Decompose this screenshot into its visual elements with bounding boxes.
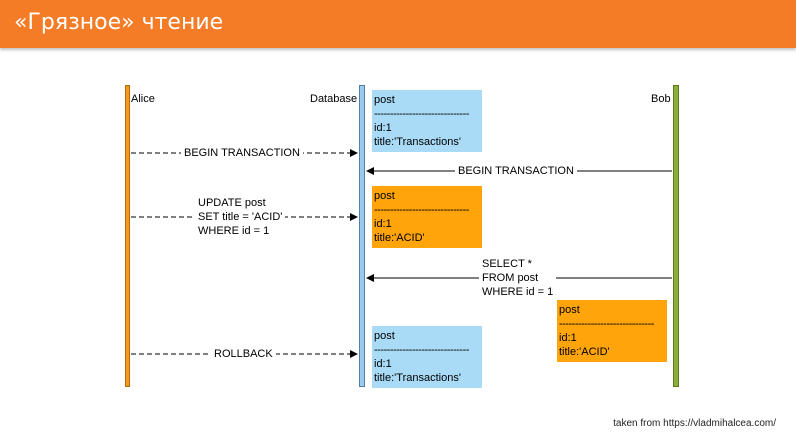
bob-lifeline	[673, 85, 679, 387]
note-title: post	[559, 304, 580, 316]
note-id: id:1	[559, 332, 577, 344]
update-label: UPDATE post SET title = 'ACID' WHERE id …	[195, 196, 286, 238]
select-line-3: WHERE id = 1	[482, 286, 554, 298]
note-separator: ------------------------------	[374, 344, 469, 356]
note-post-transactions-2: post ------------------------------ id:1…	[372, 326, 482, 388]
source-credit: taken from https://vladmihalcea.com/	[613, 418, 776, 429]
page-title: «Грязное» чтение	[14, 10, 224, 35]
note-title: post	[374, 330, 395, 342]
note-id: id:1	[374, 218, 392, 230]
actor-database: Database	[310, 93, 358, 105]
note-title: post	[374, 190, 395, 202]
title-bar: «Грязное» чтение	[0, 0, 796, 48]
note-separator: ------------------------------	[374, 108, 469, 120]
actor-alice: Alice	[131, 93, 155, 105]
update-line-2: SET title = 'ACID'	[198, 211, 283, 223]
select-line-1: SELECT *	[482, 258, 532, 270]
note-title-value: title:'Transactions'	[374, 136, 461, 148]
select-line-2: FROM post	[482, 272, 539, 284]
note-title: post	[374, 94, 395, 106]
note-id: id:1	[374, 358, 392, 370]
rollback-label: ROLLBACK	[211, 347, 276, 361]
note-id: id:1	[374, 122, 392, 134]
bob-begin-label: BEGIN TRANSACTION	[455, 164, 577, 178]
note-post-acid-1: post ------------------------------ id:1…	[372, 186, 482, 248]
note-separator: ------------------------------	[374, 204, 469, 216]
note-title-value: title:'ACID'	[374, 232, 425, 244]
select-label: SELECT * FROM post WHERE id = 1	[479, 257, 557, 299]
alice-lifeline	[125, 85, 130, 387]
database-lifeline	[359, 85, 365, 387]
note-post-acid-2: post ------------------------------ id:1…	[557, 300, 667, 362]
note-title-value: title:'ACID'	[559, 346, 610, 358]
alice-begin-label: BEGIN TRANSACTION	[181, 146, 303, 160]
note-title-value: title:'Transactions'	[374, 372, 461, 384]
note-post-transactions-1: post ------------------------------ id:1…	[372, 90, 482, 152]
note-separator: ------------------------------	[559, 318, 654, 330]
actor-bob: Bob	[651, 93, 671, 105]
update-line-1: UPDATE post	[198, 197, 266, 209]
update-line-3: WHERE id = 1	[198, 225, 270, 237]
